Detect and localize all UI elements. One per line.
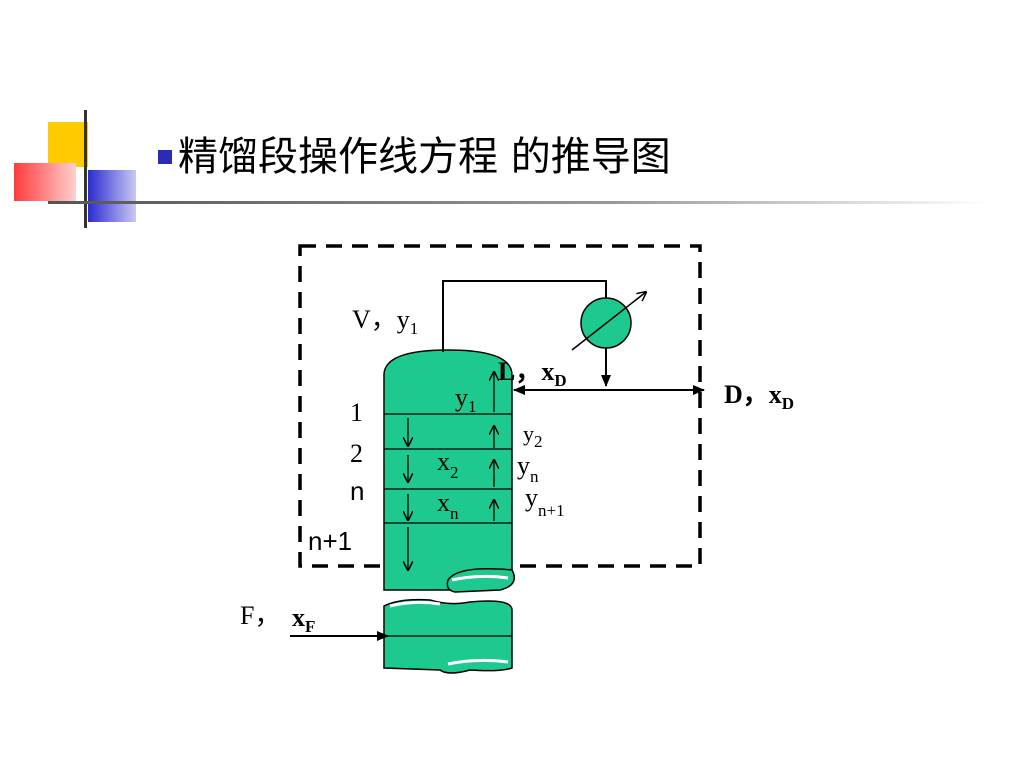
deco-horizontal-line (48, 201, 988, 204)
label-feed-x: xF (292, 603, 315, 636)
label-yn1: yn+1 (525, 483, 565, 520)
label-reflux: L，xD (498, 357, 567, 390)
deco-blue-square (88, 170, 136, 222)
deco-yellow-square (48, 122, 88, 167)
label-y2: y2 (523, 421, 543, 451)
title-bullet (158, 150, 172, 164)
label-yn: yn (517, 451, 539, 486)
label-xn: xn (437, 488, 459, 523)
vapor-pipe (442, 280, 607, 352)
plate-number-n: n (350, 476, 364, 506)
plate-number-1: 1 (350, 398, 363, 427)
deco-vertical-line (84, 110, 87, 228)
label-distillate: D，xD (724, 380, 794, 413)
title-text: 精馏段操作线方程 的推导图 (178, 134, 671, 180)
label-feed-F: F， (240, 601, 280, 630)
upper-column-break (446, 568, 515, 593)
condenser-arrow (571, 292, 646, 351)
plate-number-n1: n+1 (308, 526, 352, 556)
label-vapor: V，y1 (352, 305, 418, 338)
page-title: 精馏段操作线方程 的推导图 (158, 124, 671, 182)
deco-red-square (14, 163, 76, 201)
label-x2: x2 (437, 447, 459, 482)
plate-number-2: 2 (350, 439, 363, 468)
label-inner-y1: y1 (455, 383, 477, 416)
